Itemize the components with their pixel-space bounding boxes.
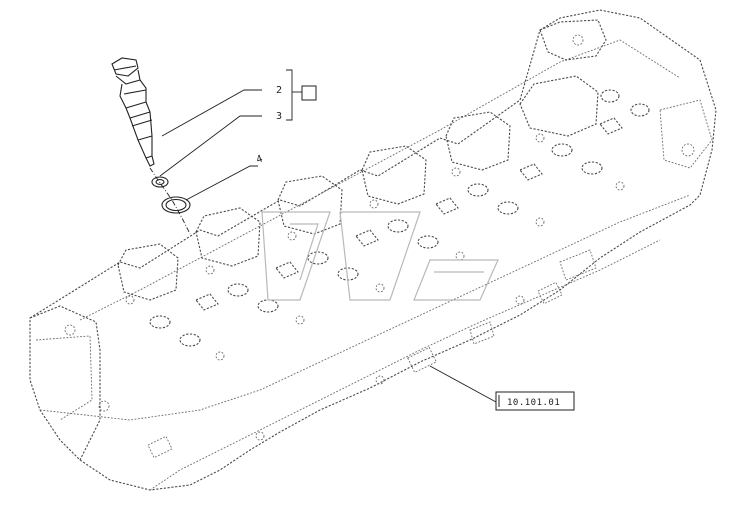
reference-box [495, 391, 575, 411]
callout-4: 4 [255, 154, 264, 166]
fuel-injector [111, 57, 155, 167]
group-box [301, 85, 317, 101]
leader-lines [159, 69, 497, 403]
watermark-logo [261, 211, 499, 301]
cylinder-head [29, 9, 717, 491]
reference-code: 10.101.01 [507, 398, 560, 408]
seal-washer [151, 176, 169, 188]
callout-2: 2 [276, 85, 282, 96]
callout-3: 3 [276, 111, 282, 122]
o-ring [161, 196, 191, 214]
